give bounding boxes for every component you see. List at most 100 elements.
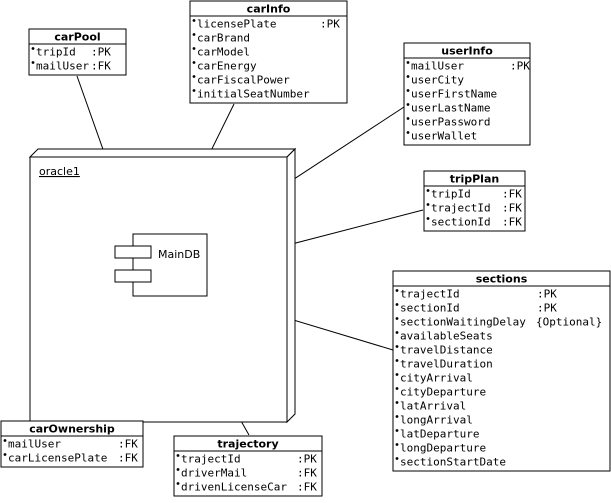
bullet-icon [406, 117, 410, 120]
table-row[interactable]: cityDeparture [395, 386, 486, 399]
attribute-name: userPassword [411, 116, 490, 129]
table-row[interactable]: driverMail:FK [176, 467, 318, 480]
table-row[interactable]: travelDistance [395, 344, 493, 357]
table-row[interactable]: trajectId:PK [395, 288, 558, 301]
attribute-key: :PK [91, 46, 111, 59]
attribute-name: userLastName [411, 102, 490, 115]
attribute-name: userCity [411, 74, 464, 87]
table-row[interactable]: carLicensePlate:FK [3, 452, 139, 465]
table-row[interactable]: licensePlate:PK [192, 18, 341, 31]
table-row[interactable]: userPassword [406, 116, 491, 129]
table-userinfo[interactable]: userInfo mailUser :PK userCityuserFirstName… [403, 42, 531, 146]
component-label: MainDB [158, 248, 200, 261]
attribute-name: sectionStartDate [400, 456, 506, 469]
attribute-name: carModel [197, 46, 250, 59]
table-row[interactable]: tripId :PK [31, 46, 112, 59]
table-row[interactable]: userFirstName [406, 88, 497, 101]
attribute-name: sectionId [431, 216, 491, 229]
table-carinfo[interactable]: carInfolicensePlate:PKcarBrandcarModelca… [189, 0, 348, 104]
bullet-icon [406, 61, 410, 64]
table-row[interactable]: longArrival [395, 414, 473, 427]
attribute-name: longArrival [400, 414, 473, 427]
attribute-name: driverMail [181, 467, 247, 480]
table-sections[interactable]: sectionstrajectId:PKsectionId:PKsectionW… [392, 270, 611, 472]
table-row[interactable]: carModel [192, 46, 250, 59]
attribute-name: userFirstName [411, 88, 497, 101]
bullet-icon [395, 289, 399, 292]
bullet-icon [426, 203, 430, 206]
node-side-face [286, 147, 296, 424]
table-row[interactable]: carEnergy [192, 60, 257, 73]
table-row[interactable]: tripId:FK [426, 188, 523, 201]
bullet-icon [3, 439, 7, 442]
table-row[interactable]: drivenLicenseCar:FK [176, 481, 318, 494]
table-carownership[interactable]: carOwnershipmailUser:FKcarLicensePlate:F… [0, 420, 144, 468]
node-label: oracle1 [39, 165, 80, 178]
attribute-name: cityArrival [400, 372, 473, 385]
bullet-icon [31, 47, 35, 50]
table-frame [0, 420, 144, 468]
attribute-key: :FK [502, 202, 522, 215]
table-row[interactable]: sectionStartDate [395, 456, 506, 469]
table-row[interactable]: latDeparture [395, 428, 480, 441]
table-title: userInfo [441, 45, 493, 58]
attribute-name: carFiscalPower [197, 74, 290, 87]
attribute-key: :FK [118, 438, 138, 451]
attribute-name: latDeparture [400, 428, 479, 441]
table-row[interactable]: initialSeatNumber [192, 88, 310, 101]
table-title: trajectory [217, 438, 278, 451]
table-row[interactable]: mailUser :PK [406, 60, 531, 73]
attribute-name: cityDeparture [400, 386, 486, 399]
attribute-key: :PK [537, 302, 557, 315]
bullet-icon [192, 19, 196, 22]
table-row[interactable]: userWallet [406, 130, 478, 143]
table-title: carInfo [247, 3, 291, 16]
bullet-icon [395, 331, 399, 334]
table-row[interactable]: availableSeats [395, 330, 493, 343]
table-tripplan[interactable]: tripPlantripId:FKtrajectId:FKsectionId:F… [423, 170, 526, 232]
table-row[interactable]: mailUser:FK [3, 438, 139, 451]
table-row[interactable]: userLastName [406, 102, 491, 115]
attribute-key: :FK [297, 481, 317, 494]
bullet-icon [395, 303, 399, 306]
attribute-name: userWallet [411, 130, 477, 143]
bullet-icon [395, 317, 399, 320]
table-row[interactable]: sectionId:PK [395, 302, 558, 315]
table-row[interactable]: carBrand [192, 32, 250, 45]
table-title: tripPlan [450, 173, 499, 186]
attribute-name: latArrival [400, 400, 466, 413]
table-row[interactable]: mailUser:FK [31, 60, 112, 73]
table-row[interactable]: sectionWaitingDelay{Optional} [395, 316, 603, 329]
table-frame [173, 435, 323, 497]
attribute-name: carEnergy [197, 60, 257, 73]
bullet-icon [406, 103, 410, 106]
table-frame [403, 42, 531, 146]
table-row[interactable]: longDeparture [395, 442, 486, 455]
attribute-key: :FK [91, 60, 111, 73]
table-row[interactable]: carFiscalPower [192, 74, 290, 87]
table-title: carOwnership [29, 423, 115, 436]
table-row[interactable]: userCity [406, 74, 465, 87]
table-row[interactable]: travelDuration [395, 358, 493, 371]
attribute-name: tripId [36, 46, 76, 59]
attribute-name: travelDuration [400, 358, 493, 371]
table-row[interactable]: trajectId:FK [426, 202, 523, 215]
table-row[interactable]: trajectId:PK [176, 453, 318, 466]
attribute-key: :PK [510, 60, 530, 73]
bullet-icon [395, 457, 399, 460]
bullet-icon [31, 61, 35, 64]
attribute-name: mailUser [411, 60, 464, 73]
bullet-icon [395, 387, 399, 390]
bullet-icon [176, 454, 180, 457]
attribute-name: carLicensePlate [8, 452, 107, 465]
component-maindb[interactable]: MainDB [114, 233, 208, 297]
bullet-icon [395, 359, 399, 362]
attribute-key: :PK [537, 288, 557, 301]
table-title: carPool [54, 31, 100, 44]
table-row[interactable]: sectionId:FK [426, 216, 523, 229]
table-row[interactable]: cityArrival [395, 372, 473, 385]
table-trajectory[interactable]: trajectorytrajectId:PKdriverMail:FKdrive… [173, 435, 323, 497]
table-row[interactable]: latArrival [395, 400, 467, 413]
